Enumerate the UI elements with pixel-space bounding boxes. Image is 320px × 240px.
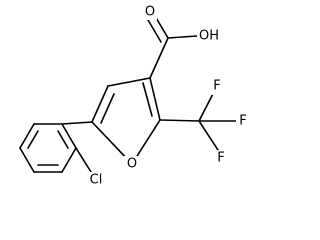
bond-ph-2-3 bbox=[19, 123, 35, 149]
mask-carbonyl-oxygen bbox=[143, 4, 157, 20]
mask-fluorine-top bbox=[210, 79, 224, 95]
fluorine-bottom-label: F bbox=[217, 151, 224, 166]
bond-ph-6-1 bbox=[61, 123, 77, 149]
bond-ph-inner-a bbox=[27, 130, 39, 149]
hydroxyl-label: OH bbox=[199, 29, 219, 44]
bond-ph-5-6 bbox=[61, 147, 77, 173]
bond-c2-c3-a bbox=[149, 77, 161, 121]
bond-ph-cl bbox=[75, 147, 92, 173]
bond-carbonyl-a bbox=[154, 15, 169, 39]
bond-carbonyl-b bbox=[147, 19, 162, 43]
bond-c2-c3-b bbox=[142, 82, 153, 117]
bond-c4-c5-b bbox=[100, 93, 115, 124]
mask-hydroxyl bbox=[197, 28, 222, 44]
bond-ph-inner-c bbox=[57, 130, 69, 149]
fluorine-top-label: F bbox=[213, 79, 220, 94]
carbonyl-oxygen-label: O bbox=[145, 5, 155, 20]
bond-ph-3-4 bbox=[19, 147, 35, 173]
fluorine-right-label: F bbox=[239, 114, 246, 129]
bond-c2-cf3 bbox=[159, 119, 200, 122]
mask-fluorine-bottom bbox=[214, 150, 228, 166]
bond-cf3-f-bottom bbox=[198, 120, 221, 154]
bond-c3-carboxyl bbox=[149, 37, 169, 79]
bond-c5-phenyl bbox=[61, 121, 93, 125]
mask-chlorine bbox=[84, 172, 108, 188]
atom-labels: O OH O F F F Cl bbox=[90, 5, 247, 188]
atom-label-masks bbox=[84, 4, 250, 188]
bond-c3-c4 bbox=[107, 77, 151, 87]
ring-oxygen-label: O bbox=[127, 157, 137, 172]
bond-c-oh bbox=[167, 35, 198, 39]
bond-lines bbox=[19, 15, 241, 173]
mask-fluorine-right bbox=[236, 113, 250, 129]
mask-ring-oxygen bbox=[124, 156, 140, 172]
bond-c4-c5-a bbox=[91, 85, 109, 123]
chlorine-label: Cl bbox=[90, 173, 103, 188]
chemical-structure: O OH O F F F Cl bbox=[19, 4, 250, 188]
